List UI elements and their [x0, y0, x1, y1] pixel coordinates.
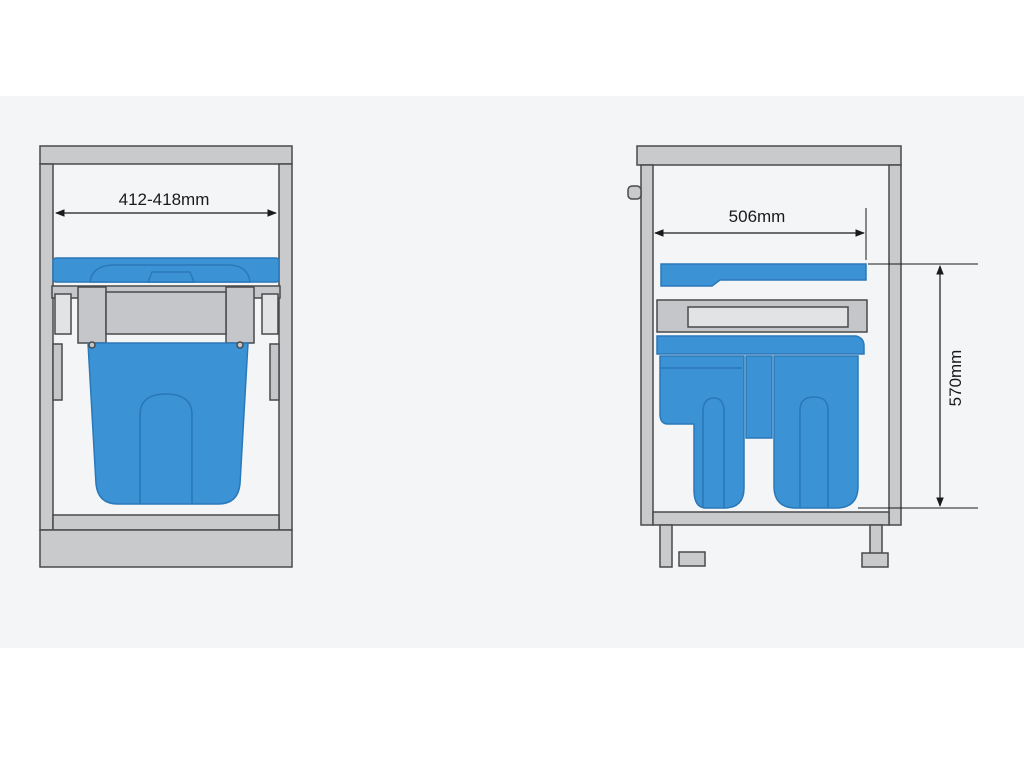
- front-bracket-left: [77, 286, 107, 344]
- front-screw-left: [88, 341, 96, 349]
- front-cabinet-plinth: [39, 529, 293, 568]
- side-door-knob: [627, 185, 642, 200]
- front-view: [39, 145, 293, 568]
- side-bin-small-handle: [702, 397, 725, 508]
- front-runner-left: [54, 293, 72, 335]
- side-bin-large: [773, 355, 859, 509]
- front-screw-right: [236, 341, 244, 349]
- side-depth-dimension: 506mm: [654, 207, 867, 260]
- side-cabinet-bottom: [652, 511, 890, 526]
- front-width-label: 412-418mm: [119, 190, 210, 209]
- side-view: [627, 145, 902, 568]
- side-bin-large-handle: [799, 396, 829, 508]
- front-bracket-center: [105, 291, 227, 335]
- side-bin-divider: [745, 355, 773, 439]
- front-cabinet-right-wall: [278, 163, 293, 531]
- side-bin-small: [659, 355, 745, 509]
- side-cabinet-top: [636, 145, 902, 166]
- front-bin: [87, 342, 249, 505]
- side-rail-inner: [687, 306, 849, 328]
- side-frame-lip: [656, 335, 865, 355]
- front-cabinet-top: [39, 145, 293, 165]
- front-cabinet-left-wall: [39, 163, 54, 531]
- side-leg-back: [869, 524, 883, 556]
- side-depth-label: 506mm: [729, 207, 786, 226]
- front-runner-right: [261, 293, 279, 335]
- front-cabinet-bottom: [52, 514, 280, 531]
- front-clip-right: [269, 343, 280, 401]
- side-height-dimension: 570mm: [858, 263, 978, 509]
- side-leg-front-foot: [678, 551, 706, 567]
- side-lid: [660, 263, 867, 287]
- side-leg-back-foot: [861, 552, 889, 568]
- front-bin-handle-recess: [139, 393, 193, 504]
- side-cabinet-front-wall: [640, 164, 654, 526]
- front-lid-knob: [146, 271, 196, 283]
- side-height-label: 570mm: [946, 350, 965, 407]
- side-leg-front: [659, 524, 673, 568]
- front-width-dimension: 412-418mm: [55, 190, 277, 217]
- side-cabinet-back-wall: [888, 164, 902, 526]
- front-clip-left: [52, 343, 63, 401]
- front-bracket-right: [225, 286, 255, 344]
